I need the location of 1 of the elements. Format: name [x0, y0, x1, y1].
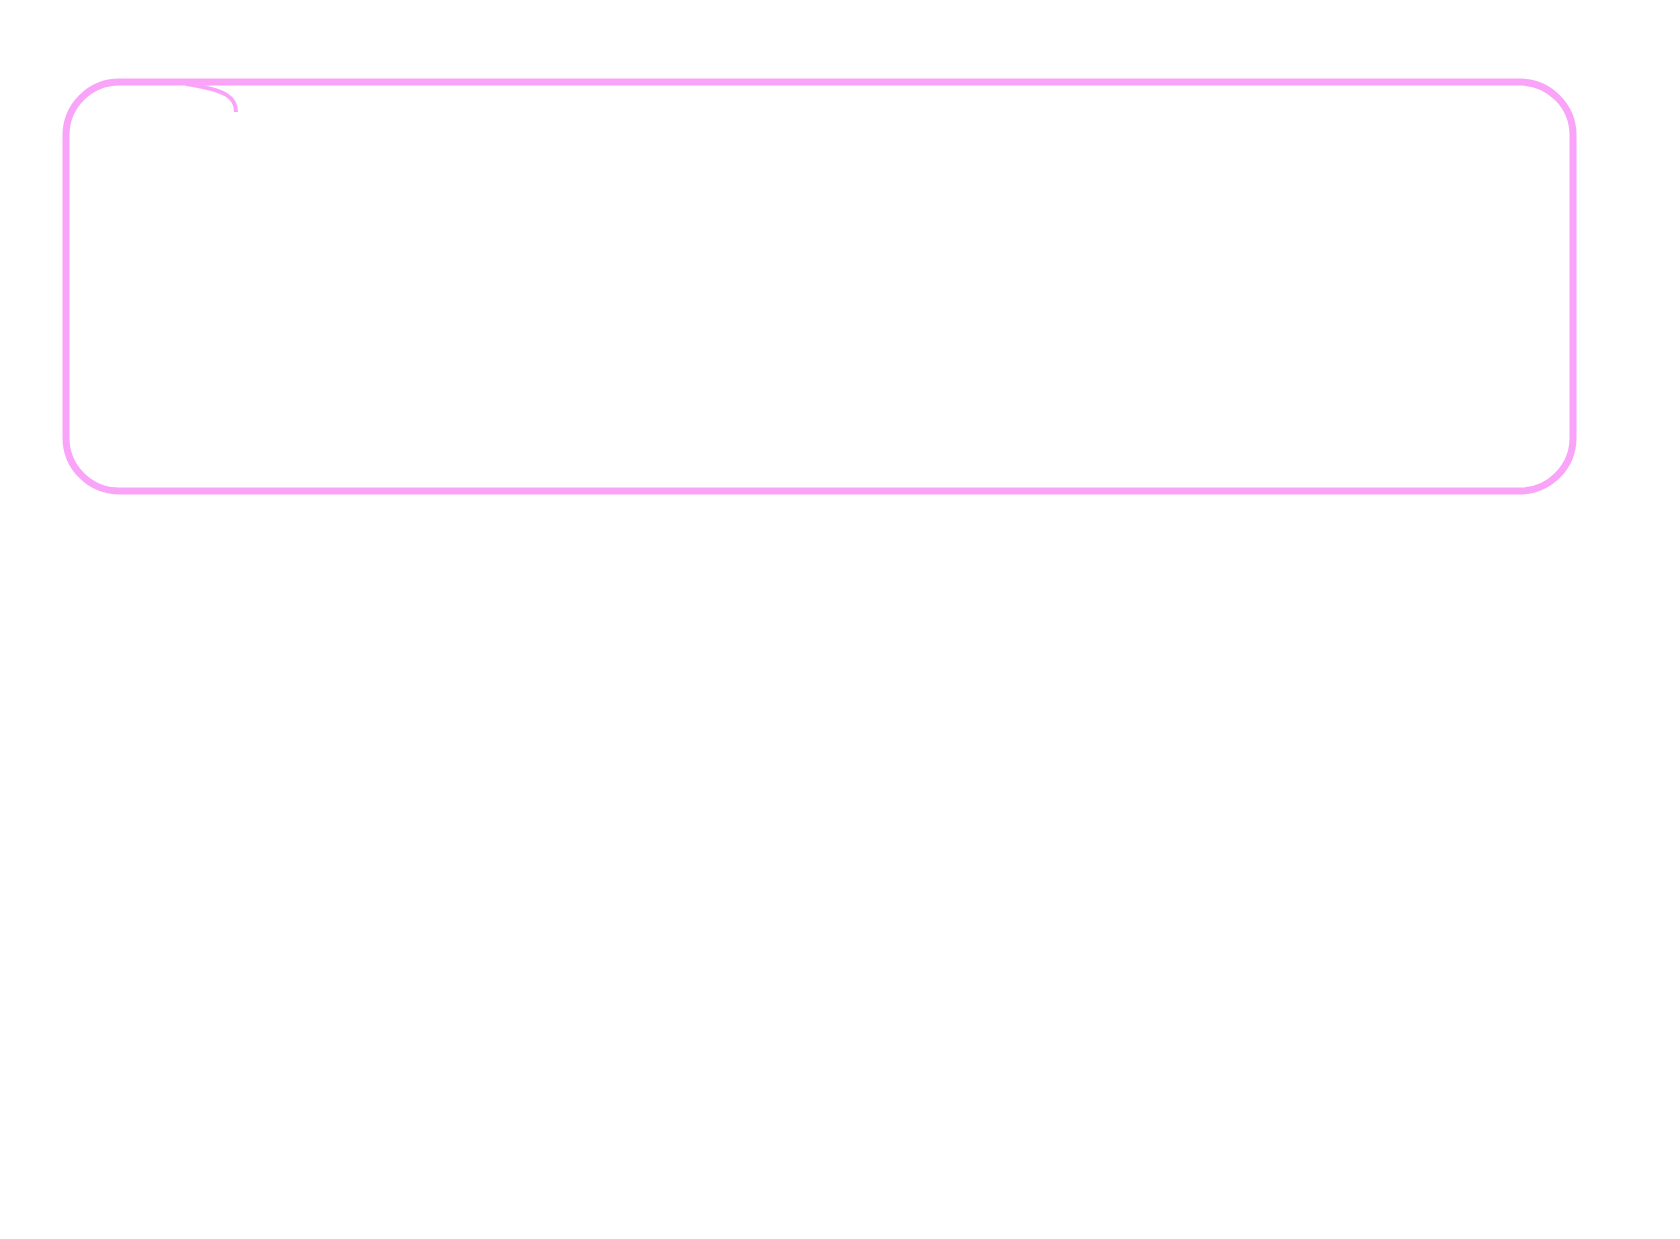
rounded-box	[62, 78, 1577, 495]
